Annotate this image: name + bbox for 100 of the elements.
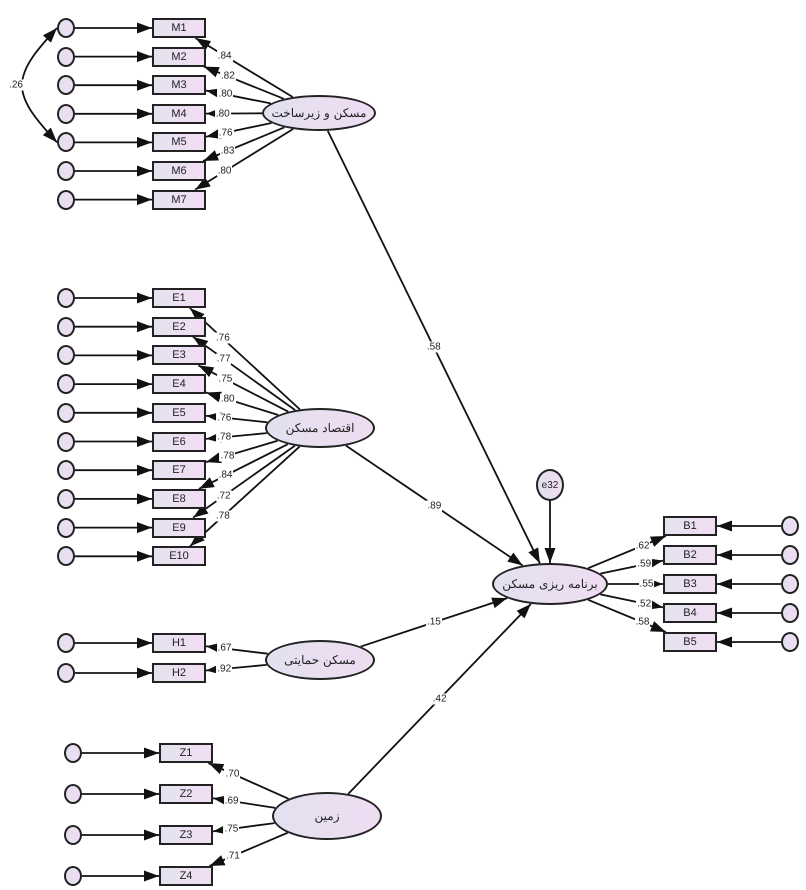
edge-label: .76 [218,127,234,138]
observed-variable-box: E4 [152,374,206,394]
arrow [75,668,152,678]
edge-label: .92 [216,663,232,674]
observed-variable-box: H1 [152,633,206,653]
observed-variable-box: B3 [663,574,717,594]
edge-label: .58 [634,616,650,628]
edge-label: .72 [216,490,232,502]
arrow [206,412,268,424]
arrow [75,108,152,120]
error-term-circle [57,374,75,394]
edge-label: .78 [216,432,232,443]
arrow [195,37,294,98]
error-term-circle [781,545,799,565]
error-term-circle [781,632,799,652]
arrow [360,597,508,648]
arrow [75,136,152,148]
edge-label: .71 [224,850,241,862]
error-term-circle [64,784,82,804]
arrow [82,870,159,882]
observed-variable-box: B1 [663,516,717,536]
arrow [75,550,152,562]
error-term-circle [781,574,799,594]
observed-variable-box: E8 [152,488,206,509]
arrow [717,520,781,532]
error-term-circle [64,866,82,886]
arrow [209,832,288,867]
observed-variable-box: Z2 [159,784,213,804]
edge-label: .15 [426,616,442,628]
error-term-circle [57,663,75,683]
error-term-circle [57,104,75,124]
error-term-circle [57,546,75,566]
arrow [717,608,781,618]
edge-label: .78 [220,450,236,462]
observed-variable-box: E1 [152,288,206,308]
arrow [75,80,152,91]
error-term-circle [57,518,75,538]
observed-variable-box: E10 [152,546,206,566]
edge-label: .77 [216,353,232,364]
arrow [203,66,284,100]
edge-label: .84 [216,50,233,62]
error-term-circle [57,488,75,509]
edge-label: .67 [216,642,232,654]
arrow [348,603,532,794]
arrow [544,501,556,563]
arrow [75,194,152,206]
arrow [198,364,289,412]
observed-variable-box: E7 [152,460,206,480]
arrow [189,307,300,410]
arrow [75,350,152,361]
arrow [75,493,152,504]
arrow [206,392,278,416]
arrow [717,550,781,560]
arrow [608,578,663,590]
observed-variable-box: E2 [152,316,206,337]
observed-variable-box: Z1 [159,743,213,763]
latent-variable-ellipse: مسکن حمایتی [265,640,375,680]
observed-variable-box: E6 [152,432,206,452]
edge-label: .69 [224,796,240,807]
error-term-circle [57,432,75,452]
arrow [21,27,58,143]
edge-label: .84 [218,470,234,481]
edge-label: .80 [217,88,234,100]
arrow [75,407,152,418]
edge-label: .80 [216,166,232,177]
observed-variable-box: B4 [663,603,717,623]
arrow [194,128,294,190]
arrow [75,22,152,34]
edge-label: .59 [636,558,652,570]
error-term-circle [57,345,75,366]
latent-variable-ellipse: برنامه ریزی مسکن [492,563,608,605]
edge-label: .83 [220,145,236,156]
edge-label: .75 [223,823,240,834]
observed-variable-box: M5 [152,132,206,152]
arrow [588,535,666,570]
observed-variable-box: M6 [152,161,206,181]
arrow [75,522,152,534]
arrow [75,378,152,390]
arrow [717,636,781,648]
edge-label: .89 [426,500,442,512]
latent-variable-ellipse: اقتصاد مسکن [265,408,375,448]
arrow [75,638,152,648]
error-term-circle [57,316,75,337]
error-term-circle [57,460,75,480]
observed-variable-box: M4 [152,104,206,124]
observed-variable-box: E5 [152,402,206,423]
arrow [326,130,541,564]
observed-variable-box: H2 [152,663,206,683]
arrow [208,762,289,800]
arrow [192,336,296,411]
arrow [75,51,152,62]
arrow [75,436,152,447]
error-term-circle [64,825,82,845]
error-term-circle [57,288,75,308]
latent-variable-ellipse: زمین [272,792,382,840]
edge-label: .55 [638,578,654,590]
error-term-circle [64,743,82,763]
arrow [75,464,152,476]
error-term-circle [57,633,75,653]
observed-variable-box: B5 [663,632,717,652]
